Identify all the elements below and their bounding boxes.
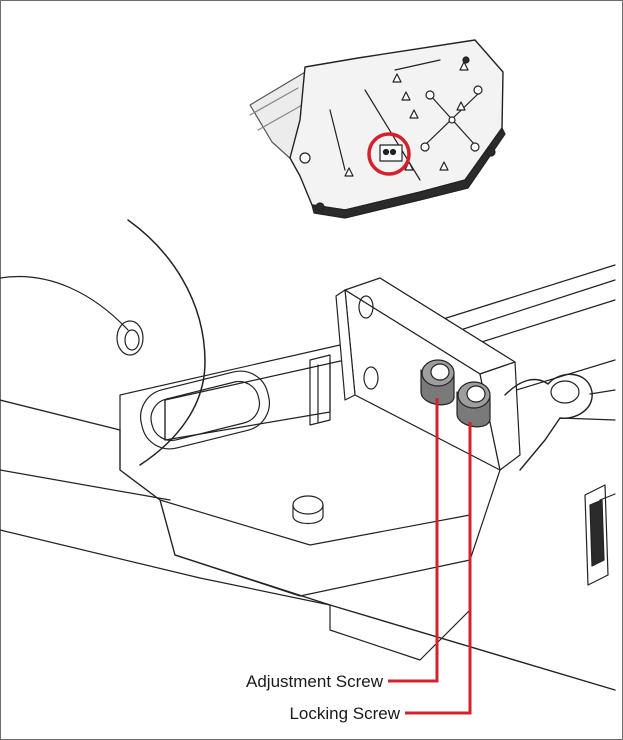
highlight-circle <box>367 132 411 176</box>
callout-leaders <box>388 398 472 715</box>
overview-thumbnail <box>249 39 506 219</box>
locking-screw <box>456 381 491 428</box>
adjustment-screw-label: Adjustment Screw <box>246 672 384 691</box>
locking-screw-leader <box>405 422 472 715</box>
adjustment-screw <box>420 359 455 406</box>
small-knob <box>116 320 144 356</box>
locking-screw-label: Locking Screw <box>289 704 400 723</box>
adjustment-screw-leader <box>388 398 439 683</box>
